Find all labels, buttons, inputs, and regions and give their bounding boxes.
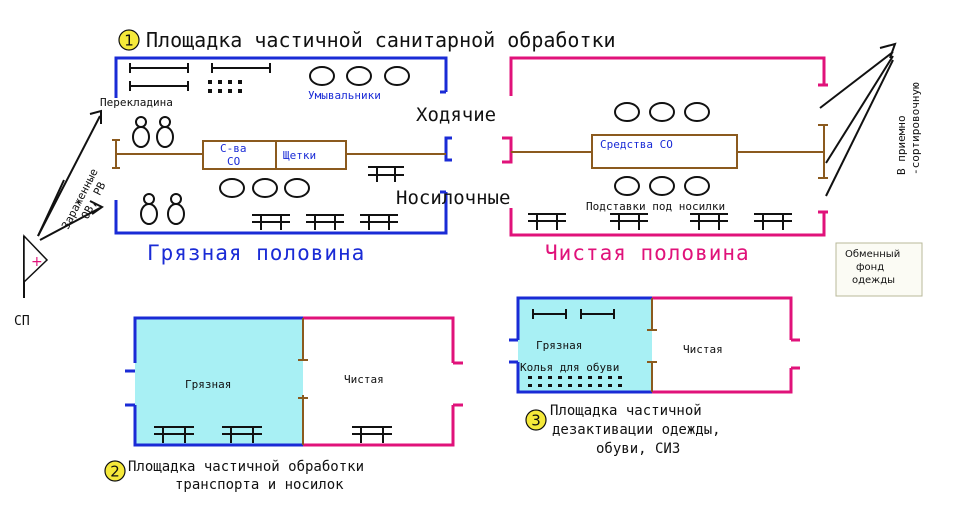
exchange-line1: Обменный [845,249,900,260]
stretcher-label: Носилочные [396,187,510,209]
clean-treatment-line [511,124,828,179]
sorting-label-group: В приемно -сортировочную [895,82,922,175]
exchange-fund-box: Обменный фонд одежды [835,242,923,297]
stretcher-stands-clean [528,213,792,230]
site2-block: Грязная Чистая 2 Площадка частичной обра… [104,316,463,493]
sp-plus: + [31,254,43,270]
site3-number-badge [525,409,547,431]
site3-block: Грязная Чистая Колья для обуви 3 Площадк… [509,296,800,457]
crossbar-group [129,63,271,91]
sp-flag: + [23,234,49,298]
site2-number-badge [104,460,126,482]
sorting-label-line2: -сортировочную [909,82,922,175]
site2-caption-line1: Площадка частичной обработки [128,459,364,475]
site3-caption-line1: Площадка частичной [550,403,702,419]
site3-pegs-label: Колья для обуви [520,361,619,374]
site1-number: 1 [124,32,134,50]
washbasins-dirty-middle [219,178,310,198]
site1-title: Площадка частичной санитарной обработки [146,28,616,52]
washbasins-clean [614,102,710,196]
dirty-half-outline [114,56,452,235]
site3-shoe-pegs [528,376,622,387]
site3-dirty-label: Грязная [536,339,582,352]
clean-half-label: Чистая половина [545,241,750,265]
sredstva-so-short-line2: СО [227,155,240,168]
exchange-line3: одежды [852,275,895,286]
site2-dirty-label: Грязная [185,378,231,391]
washbasins-top [309,66,410,86]
walking-label: Ходячие [416,104,496,126]
stretcher-stands-dirty [252,166,404,230]
sp-label: СП [14,314,30,329]
sredstva-so-full-label: Средства СО [600,138,673,151]
dirty-treatment-line [112,139,446,170]
dirty-half-label: Грязная половина [147,241,365,265]
site2-number: 2 [110,463,120,481]
stands-label: Подставки под носилки [586,200,725,213]
contaminated-arrows [37,109,104,241]
site3-caption-line3: обуви, СИЗ [596,441,680,457]
site3-caption-line2: дезактивации одежды, [552,422,721,438]
shoe-pegs-dots [208,80,242,93]
site3-crossbars [532,309,615,319]
contaminated-label-group: Зараженные ОВ, РВ [59,166,109,231]
site3-number: 3 [531,412,541,430]
site3-clean-label: Чистая [683,343,723,356]
brushes-label: Щетки [283,149,316,162]
sredstva-so-short-line1: С-ва [220,142,247,155]
site1-number-badge [118,29,140,51]
clean-half-outline [502,56,828,237]
sorting-label-line1: В приемно [895,115,908,175]
people-stretcher-icon [140,193,185,225]
site2-clean-label: Чистая [344,373,384,386]
people-walking-icon [132,116,174,148]
sorting-arrows [819,42,897,197]
crossbar-label: Перекладина [100,96,173,109]
site2-stretcher-stands [154,426,392,443]
washbasins-label: Умывальники [308,89,381,102]
exchange-line2: фонд [856,262,884,273]
site1-title-group: 1 Площадка частичной санитарной обработк… [118,28,616,52]
site2-caption-line2: транспорта и носилок [175,477,344,493]
